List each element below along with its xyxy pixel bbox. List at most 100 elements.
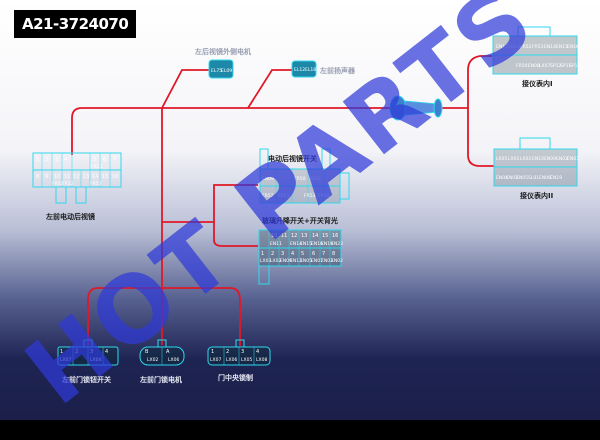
pin-wire: FR50	[52, 181, 64, 187]
pin-wire: EN19	[321, 241, 333, 247]
pin-number: 1	[211, 349, 214, 355]
connector-central-lock[interactable]: 1 2 3 4 LX07 LX06 LX05 LX08	[207, 339, 271, 366]
pin-label: LX06	[226, 357, 237, 363]
connector-left-mirror-motor[interactable]: EL75 EL09	[208, 59, 234, 79]
pin-label: LX07	[539, 63, 550, 69]
pin-number: B	[145, 349, 149, 355]
pin-label: EN02	[556, 156, 568, 162]
pin-row-top: LX05 LX01 LX02 EN10 EN09 EN02 EN07	[496, 156, 579, 162]
pin-number: 10	[271, 233, 277, 239]
pin-label: FR53	[304, 193, 316, 199]
pin-number: 1	[261, 251, 264, 257]
pin-number: 10	[54, 174, 60, 180]
connector-mirror-switch[interactable]: EN09 FR50 SL01 FR52 FR51 FR53 FR54	[259, 148, 350, 204]
pin-label: LX02	[147, 357, 158, 363]
pin-number: 3	[90, 349, 93, 355]
pin-row-bottom: FR50 EN08 LX07 SP12 SP11 SP13	[516, 63, 580, 69]
pin-wire: EN09	[280, 258, 292, 264]
pin-row-bottom: EN04 EN03 EN05 SL01 EN06 EN19	[496, 175, 562, 181]
pin-number: 4	[256, 349, 259, 355]
connector-window-lift-switch[interactable]: 10 11 12 13 14 15 16 EN11 EN14 EN15 EN16…	[258, 229, 343, 285]
pin-label: LX02	[520, 156, 531, 162]
pin-label: EN07	[567, 156, 579, 162]
pin-row-top: EN11 EN13 FR52 FR53 EN14 EN15 EN16	[496, 44, 579, 50]
pin-label: FR50	[516, 63, 528, 69]
connector-door-lock-switch[interactable]: 1 2 3 4 LX07 LX04	[57, 339, 119, 366]
pin-wire: EN02	[331, 258, 343, 264]
pin-label: EN06	[539, 175, 551, 181]
pin-label: LX05	[241, 357, 252, 363]
pin-label: FR52	[262, 193, 274, 199]
pin-label: EL09	[221, 68, 232, 74]
pin-grid	[223, 347, 255, 365]
pin-label: SP11	[560, 63, 571, 69]
pin-label: LX08	[256, 357, 267, 363]
pin-number: 3	[241, 349, 244, 355]
pin-label: LX06	[168, 357, 179, 363]
pin-number: 3	[281, 251, 284, 257]
label-door-lock-motor: 左前门锁电机	[139, 375, 182, 384]
pin-number: 2	[271, 251, 274, 257]
pin-number: 4	[105, 349, 108, 355]
connector-left-window-switch[interactable]: 1 2 3 4 5 6 7 FR51 8 9 10 11 12 13 14 15…	[32, 152, 122, 204]
pin-label: LX01	[508, 156, 519, 162]
pin-wire: FR52	[62, 181, 74, 187]
pin-label: FR51	[278, 193, 290, 199]
pin-label: EN03	[506, 175, 518, 181]
pin-number: 2	[226, 349, 229, 355]
pin-wire: EN05	[300, 258, 312, 264]
pin-wire: EN03	[321, 258, 333, 264]
pin-label: EN09	[262, 176, 274, 182]
pin-number: 14	[92, 174, 98, 180]
pin-number: 13	[301, 233, 307, 239]
pin-wire: FR51	[91, 164, 103, 170]
label-door-lock-switch: 左前门锁钮开关	[61, 375, 111, 384]
pin-number: 16	[332, 233, 338, 239]
connector-instrument-ii[interactable]: LX05 LX01 LX02 EN10 EN09 EN02 EN07 EN04 …	[493, 137, 579, 187]
label-instrument-i: 接仪表内I	[522, 79, 553, 88]
pin-label: FR50	[294, 176, 306, 182]
pin-label: SP12	[550, 63, 561, 69]
pin-label: LX04	[90, 357, 101, 363]
pin-row-bottom	[41, 170, 111, 187]
pin-label: EN11	[496, 44, 508, 50]
pin-label: EN15	[556, 44, 568, 50]
label-left-speaker: 左前扬声器	[319, 66, 356, 75]
pin-number: 13	[83, 174, 89, 180]
pin-number: 12	[291, 233, 297, 239]
pin-grid	[275, 169, 325, 203]
pin-wire: LX02	[270, 258, 281, 264]
pin-label: EN05	[516, 175, 528, 181]
pin-label: EN19	[550, 175, 562, 181]
connector-instrument-i[interactable]: EN11 EN13 FR52 FR53 EN14 EN15 EN16 FR50 …	[492, 26, 580, 75]
pin-label: EL12	[294, 67, 305, 73]
pin-wire: LX03	[260, 258, 271, 264]
harness-grommet	[389, 95, 443, 121]
pin-label: LX05	[496, 156, 507, 162]
pin-number: A	[166, 349, 170, 355]
pin-number: 6	[103, 157, 106, 163]
connector-left-speaker[interactable]: EL12 EL18	[291, 60, 317, 78]
label-left-window-switch: 左前电动后视镜	[45, 212, 95, 221]
pin-number: 7	[113, 157, 116, 163]
pin-label: EN10	[532, 156, 544, 162]
pin-wire: EN11	[270, 241, 282, 247]
pin-label: EN09	[544, 156, 556, 162]
pin-wire: EN16	[311, 241, 323, 247]
pin-label: FR53	[532, 44, 544, 50]
pin-number: 3	[55, 157, 58, 163]
connector-door-lock-motor[interactable]: B A LX02 LX06	[139, 339, 185, 366]
pin-label: EN16	[567, 44, 579, 50]
pin-label: SL01	[528, 175, 539, 181]
pin-number: 9	[45, 174, 48, 180]
pin-wire: EN14	[290, 241, 302, 247]
pin-row-top	[41, 153, 111, 170]
pin-wire: EN23	[331, 241, 343, 247]
wire-harness	[71, 55, 494, 346]
pin-grid	[72, 347, 104, 365]
pin-label: FR54	[318, 193, 330, 199]
pin-number: 5	[93, 157, 96, 163]
pin-wire: EN15	[300, 241, 312, 247]
pin-number: 15	[102, 174, 108, 180]
